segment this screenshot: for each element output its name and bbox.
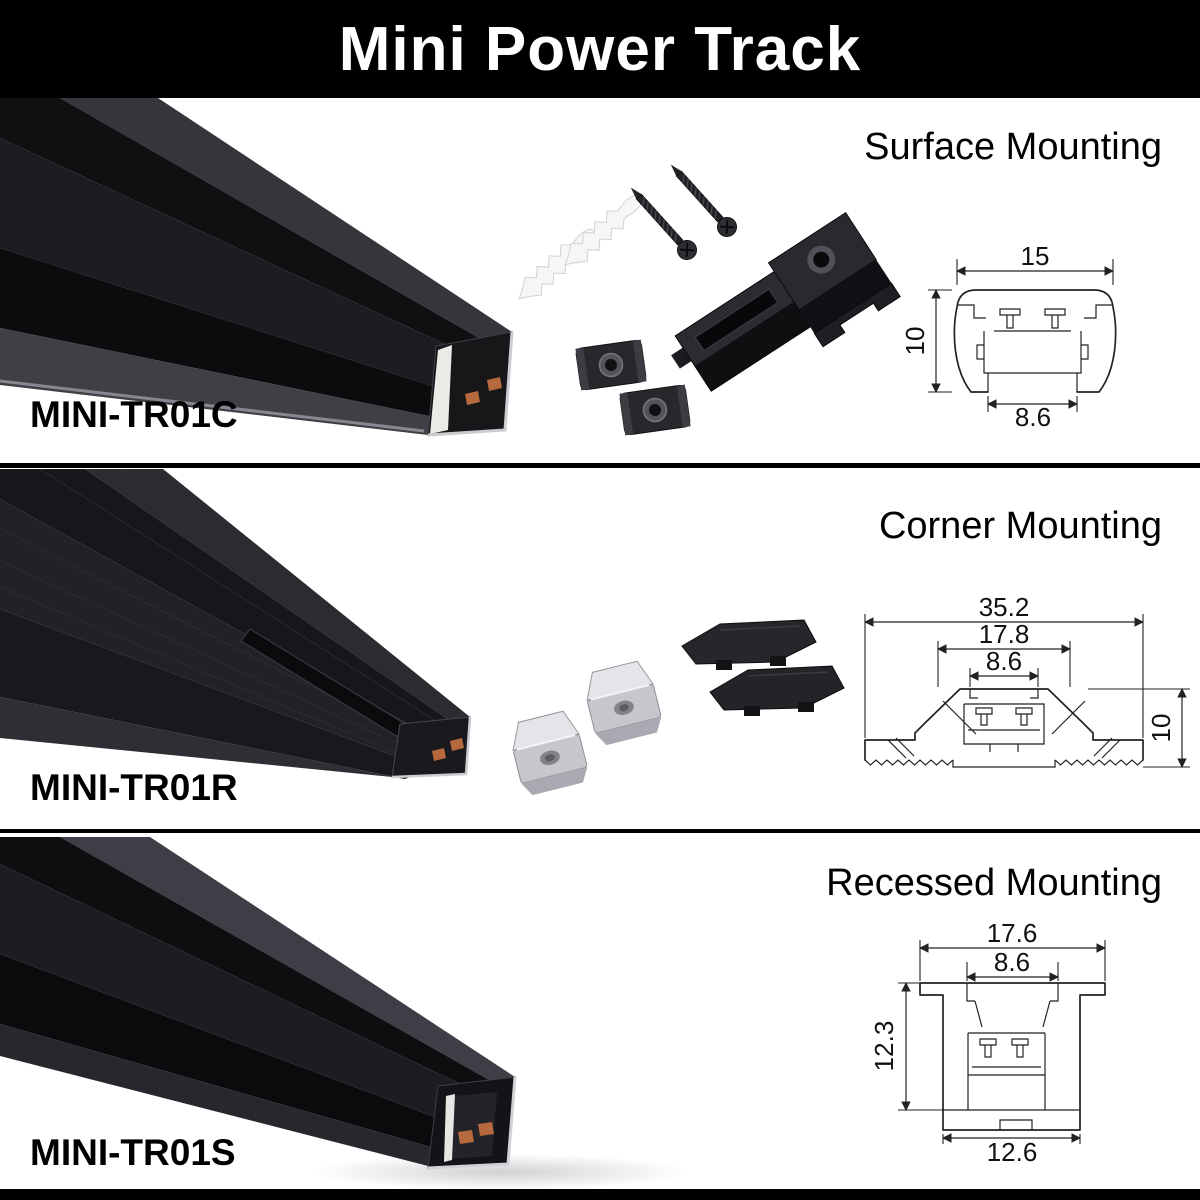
dim-overall-width: 35.2 — [979, 592, 1030, 622]
mounting-clip — [619, 384, 691, 436]
extension-lines — [928, 259, 1114, 412]
copper-contact — [450, 738, 464, 751]
header-bar: Mini Power Track — [0, 0, 1200, 98]
spring-clip — [586, 660, 662, 746]
section-recessed-mounting: Recessed Mounting 17.6 8.6 12.3 12.6 MIN… — [0, 834, 1200, 1189]
dim-top-width: 15 — [1021, 241, 1050, 271]
track-face — [0, 954, 480, 1156]
phillips-slot — [719, 219, 735, 235]
model-label-recessed: MINI-TR01S — [30, 1132, 236, 1173]
serrated-base — [864, 759, 1144, 766]
diffuser-edge — [444, 1094, 455, 1162]
copper-contact — [478, 1122, 494, 1136]
recessed-profile-drawing: 17.6 8.6 12.3 12.6 — [869, 918, 1106, 1167]
screw — [670, 164, 737, 237]
adapter-groove — [694, 288, 779, 352]
spring-clip — [512, 710, 588, 796]
dim-face-width: 17.8 — [979, 619, 1030, 649]
dim-height: 10 — [1146, 714, 1176, 743]
track-face — [60, 98, 512, 350]
diffuser-edge — [430, 345, 452, 434]
copper-contact — [458, 1130, 474, 1144]
bracket-hole — [813, 251, 830, 268]
dim-depth: 12.3 — [869, 1021, 899, 1072]
model-label-corner: MINI-TR01R — [30, 767, 238, 808]
track-contacts — [979, 1038, 1029, 1058]
corner-end-cap — [681, 619, 817, 670]
section-surface-mounting: Surface Mounting 15 10 8.6 MINI-TR01C — [0, 98, 1200, 463]
corner-track-photo — [0, 469, 472, 779]
track-face — [0, 609, 430, 779]
dim-bottom-width: 12.6 — [987, 1137, 1038, 1167]
dim-slot-width: 8.6 — [1015, 402, 1051, 432]
screw — [630, 187, 697, 260]
profile-detail-lines — [887, 689, 1121, 768]
aluminum-cut-edge — [427, 1076, 517, 1170]
bracket-clip — [813, 282, 901, 348]
model-label-surface: MINI-TR01C — [30, 394, 238, 435]
dim-slot-width: 8.6 — [986, 646, 1022, 676]
corner-profile-drawing: 35.2 17.8 8.6 10 — [864, 592, 1190, 768]
surface-hardware — [518, 164, 901, 436]
corner-end-cap — [709, 665, 845, 716]
profile-detail-lines — [943, 983, 1080, 1130]
phillips-slot — [679, 242, 695, 258]
surface-adapter — [671, 269, 813, 392]
soft-shadow — [310, 1154, 690, 1189]
dim-height: 10 — [900, 327, 930, 356]
track-contacts — [999, 308, 1066, 329]
track-face — [0, 469, 462, 747]
track-channel — [0, 837, 505, 1102]
track-channel — [0, 98, 500, 366]
profile-outline — [864, 688, 1144, 761]
section-corner-mounting: Corner Mounting 35.2 17.8 8.6 10 MINI-TR… — [0, 469, 1200, 829]
track-side — [0, 328, 448, 435]
profile-outline — [953, 289, 1117, 393]
copper-contact — [465, 391, 480, 405]
bottom-bar — [0, 1189, 1200, 1200]
page-title: Mini Power Track — [338, 14, 862, 84]
section-divider — [0, 463, 1200, 468]
mounting-heading-recessed: Recessed Mounting — [826, 862, 1162, 904]
aluminum-cut-edge — [427, 331, 514, 437]
corner-hardware — [512, 619, 845, 796]
mounting-heading-surface: Surface Mounting — [864, 126, 1162, 168]
mounting-clip — [575, 339, 647, 391]
track-face — [0, 248, 470, 420]
profile-outline — [919, 982, 1106, 1131]
track-contacts — [975, 707, 1033, 726]
copper-contact — [487, 377, 502, 391]
wall-anchor — [564, 194, 643, 266]
ceiling-bracket — [767, 212, 901, 348]
track-face — [0, 138, 492, 398]
track-top-face — [60, 837, 515, 1089]
dim-top-width: 17.6 — [987, 918, 1038, 948]
mounting-heading-corner: Corner Mounting — [878, 505, 1162, 547]
track-side — [0, 1024, 462, 1167]
dim-slot-width: 8.6 — [994, 947, 1030, 977]
profile-detail-lines — [957, 304, 1113, 392]
edge-highlight — [0, 379, 425, 433]
aluminum-cut-edge — [391, 716, 472, 779]
track-face — [85, 469, 470, 729]
surface-profile-drawing: 15 10 8.6 — [900, 241, 1117, 432]
rib-lines — [0, 469, 467, 769]
copper-contact — [432, 748, 446, 761]
recessed-track-photo — [0, 837, 690, 1189]
track-face — [0, 499, 450, 769]
track-side — [0, 697, 405, 779]
section-divider — [0, 829, 1200, 833]
surface-track-photo — [0, 98, 514, 437]
track-face — [0, 864, 498, 1134]
